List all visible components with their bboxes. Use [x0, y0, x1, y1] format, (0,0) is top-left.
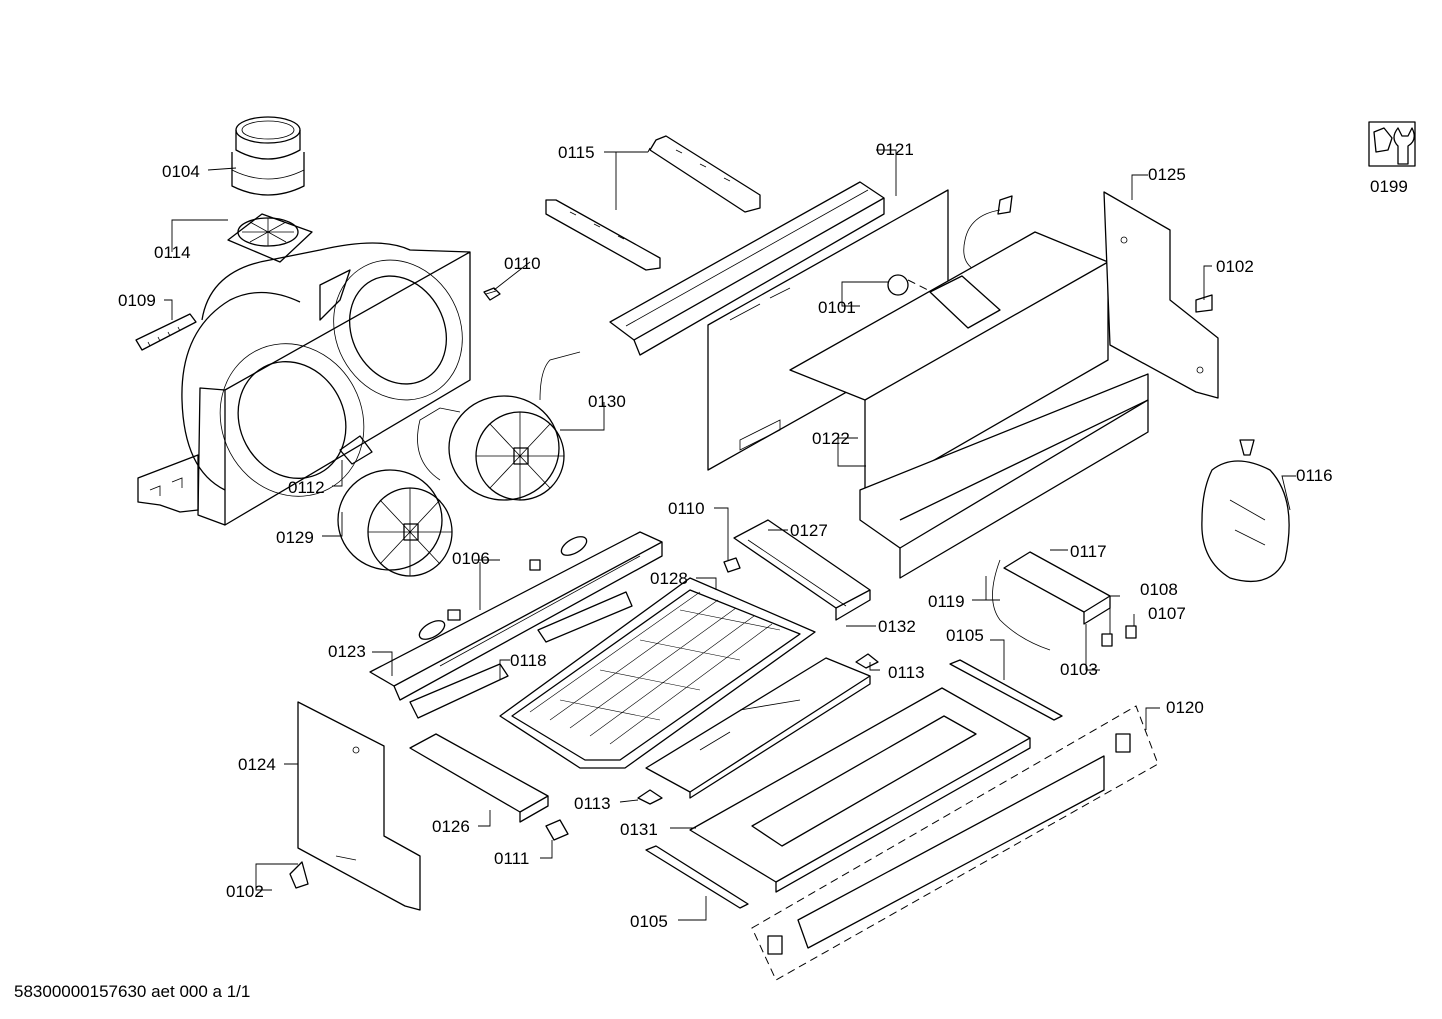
part-0108-0107-switches — [1101, 625, 1137, 647]
part-0127-light-channel — [733, 519, 871, 621]
label-0132: 0132 — [878, 617, 916, 636]
label-0105-bottom: 0105 — [630, 912, 668, 931]
part-0120-front-trim — [751, 705, 1159, 981]
label-0106: 0106 — [452, 549, 490, 568]
part-0117-control-box — [992, 551, 1111, 651]
label-0117: 0117 — [1070, 542, 1107, 561]
wrench-icon — [1368, 121, 1416, 167]
part-0118-lamp-cover — [409, 591, 633, 719]
label-0124: 0124 — [238, 755, 276, 774]
label-0120: 0120 — [1166, 698, 1204, 717]
label-0110-top: 0110 — [504, 254, 541, 273]
part-0123-light-strip — [369, 531, 663, 701]
part-0125-side-bracket — [1103, 191, 1219, 399]
part-number-labels: 0104 0114 0109 0110 0115 0121 0101 0125 … — [118, 140, 1408, 931]
part-0105-slide-rail-top — [949, 659, 1063, 721]
label-0104: 0104 — [162, 162, 200, 181]
label-0116: 0116 — [1296, 466, 1333, 485]
part-0110-clip-top — [483, 287, 501, 301]
label-0130: 0130 — [588, 392, 626, 411]
part-0116-accessory-bag — [1201, 439, 1290, 582]
part-0102-foot-top — [1195, 294, 1213, 313]
part-0111-clip — [545, 819, 569, 841]
label-0101: 0101 — [818, 298, 856, 317]
part-0124-side-panel — [297, 701, 421, 911]
part-0121-rail — [609, 181, 885, 356]
part-0132-glass-panel — [645, 657, 871, 799]
label-0102-top: 0102 — [1216, 257, 1254, 276]
part-0128-grease-filter — [499, 577, 816, 769]
label-0112: 0112 — [288, 478, 325, 497]
part-blower-housing — [137, 242, 471, 526]
label-0113-left: 0113 — [574, 794, 611, 813]
part-0101-power-cord — [887, 195, 1013, 301]
motor-wires — [417, 351, 581, 481]
label-0128: 0128 — [650, 569, 688, 588]
label-0127: 0127 — [790, 521, 828, 540]
label-0110-mid: 0110 — [668, 499, 705, 518]
part-0129-fan-wheel — [337, 469, 453, 577]
leader-lines — [164, 147, 1296, 921]
label-0131: 0131 — [620, 820, 658, 839]
part-0115-brackets — [545, 135, 761, 271]
label-0114: 0114 — [154, 243, 191, 262]
part-0131-extraction-frame — [689, 687, 1031, 893]
part-0106-lamp-bulbs — [418, 536, 588, 640]
label-0126: 0126 — [432, 817, 470, 836]
part-0105-slide-rail-bottom — [645, 845, 749, 909]
label-0103: 0103 — [1060, 660, 1098, 679]
part-0130-fan-wheel — [448, 395, 565, 501]
part-0102-foot-bottom — [289, 861, 309, 889]
label-0123: 0123 — [328, 642, 366, 661]
label-0125: 0125 — [1148, 165, 1186, 184]
part-0104-duct-collar — [231, 116, 305, 196]
part-0126-light-channel-bottom — [409, 733, 549, 823]
part-0112-clip — [339, 435, 373, 465]
document-footer-code: 58300000157630 aet 000 a 1/1 — [14, 982, 251, 1001]
part-0113-clip-right — [855, 653, 879, 669]
label-0111: 0111 — [494, 849, 529, 868]
label-0118: 0118 — [510, 651, 547, 670]
part-0110-clip-mid — [723, 557, 741, 573]
label-0199: 0199 — [1370, 177, 1408, 196]
filter-mesh — [529, 591, 781, 745]
label-0108: 0108 — [1140, 580, 1178, 599]
part-0114-backflow-flap — [227, 213, 313, 263]
label-0129: 0129 — [276, 528, 314, 547]
label-0113-right: 0113 — [888, 663, 925, 682]
label-0121: 0121 — [876, 140, 914, 159]
part-0113-clip-left — [637, 789, 663, 805]
part-0122-hood-body — [789, 231, 1149, 579]
label-0105-top: 0105 — [946, 626, 984, 645]
label-0119: 0119 — [928, 592, 965, 611]
label-0122: 0122 — [812, 429, 850, 448]
part-0109-connector-strip — [135, 313, 197, 351]
label-0102-bottom: 0102 — [226, 882, 264, 901]
label-0115: 0115 — [558, 143, 595, 162]
label-0107: 0107 — [1148, 604, 1186, 623]
label-0109: 0109 — [118, 291, 156, 310]
